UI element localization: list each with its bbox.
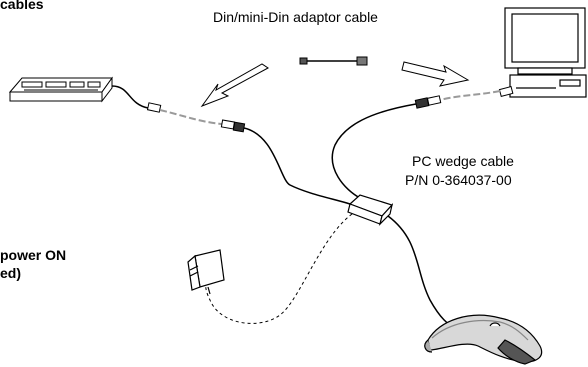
- wedge-part-number: P/N 0-364037-00: [405, 172, 512, 188]
- keyboard-connector: [146, 102, 246, 133]
- power-on-label: power ON: [0, 247, 67, 263]
- computer-icon: [504, 7, 587, 98]
- junction-box-icon: [347, 194, 394, 226]
- adaptor-cable-label: Din/mini-Din adaptor cable: [213, 9, 378, 25]
- title-partial: cables: [0, 0, 44, 12]
- power-on-label-line2: ed): [0, 265, 21, 281]
- wedge-cable-label: PC wedge cable: [412, 153, 514, 169]
- scanner-icon: [424, 314, 543, 365]
- arrow-icon: [200, 63, 269, 108]
- power-cable: [205, 213, 353, 324]
- keyboard-cable: [111, 85, 149, 109]
- adaptor-cable-icon: [299, 56, 368, 66]
- computer-to-junction-cable: [331, 103, 417, 199]
- keyboard-to-junction-cable: [243, 127, 357, 207]
- arrow-icon: [401, 61, 470, 87]
- junction-to-scanner-cable: [387, 215, 459, 331]
- keyboard-icon: [8, 76, 113, 103]
- computer-connector: [414, 85, 514, 109]
- power-adapter-icon: [187, 249, 225, 295]
